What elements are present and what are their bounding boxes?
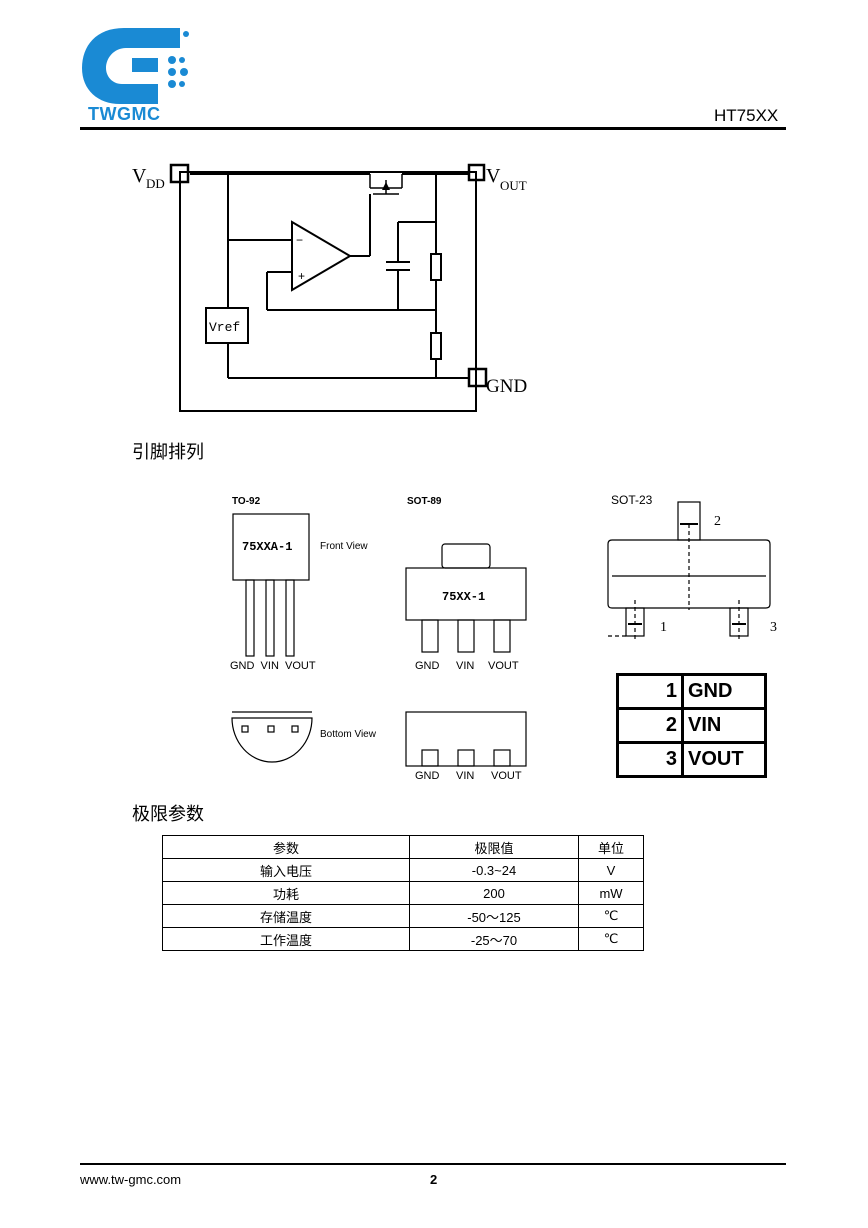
pinout-section-title: 引脚排列 [132,442,204,463]
vout-subscript: OUT [500,178,527,193]
footer-rule [80,1163,786,1165]
to92-front-drawing [232,513,310,657]
to92-marking: 75XXA-1 [242,540,293,554]
cell-unit: ℃ [578,927,644,951]
to92-pin-labels: GND VIN VOUT [230,660,316,672]
header-unit: 单位 [578,835,644,859]
header-rule [80,127,786,130]
vref-label: Vref [209,320,240,335]
table-row: 3 VOUT [616,741,767,778]
sot89-top-drawing [405,543,527,653]
table-row: 功耗 200 mW [162,881,644,905]
sot89-title: SOT-89 [407,496,442,507]
sot23-pin-table: 1 GND 2 VIN 3 VOUT [616,673,767,778]
bottom-view-label: Bottom View [320,729,376,740]
ratings-table: 参数 极限值 单位 输入电压 -0.3~24 V 功耗 200 mW 存储温度 … [162,835,644,951]
cell-limit: -50～125 [409,904,579,928]
opamp-plus: + [298,269,305,283]
pin-number: 3 [616,741,684,778]
sot89-pin-vout: VOUT [488,660,519,672]
sot23-pin2-label: 2 [714,514,721,529]
table-row: 1 GND [616,673,767,710]
cell-limit: 200 [409,881,579,905]
company-logo [82,28,189,104]
part-number: HT75XX [714,106,779,125]
table-row: 输入电压 -0.3~24 V [162,858,644,882]
to92-title: TO-92 [232,496,261,507]
sot89-bottom-pin-vin: VIN [456,770,475,782]
header-param: 参数 [162,835,410,859]
package-outline [179,171,477,412]
sot23-pin3-label: 3 [770,620,777,635]
vref-box [205,307,249,344]
logo-text: TWGMC [88,104,161,124]
cell-param: 功耗 [162,881,410,905]
sot89-bottom-pin-gnd: GND [415,770,440,782]
pin-name: GND [681,673,767,710]
pin-number: 2 [616,707,684,744]
vdd-label: V [132,165,147,187]
vdd-subscript: DD [146,176,165,191]
sot23-pin1-label: 1 [660,620,667,635]
sot89-marking: 75XX-1 [442,590,486,604]
footer-url: www.tw-gmc.com [80,1172,182,1187]
table-row: 2 VIN [616,707,767,744]
sot89-bottom-drawing [405,711,527,767]
page-number: 2 [430,1172,438,1187]
sot23-title: SOT-23 [611,493,653,507]
table-row: 存储温度 -50～125 ℃ [162,904,644,928]
sot89-bottom-pin-vout: VOUT [491,770,522,782]
cell-unit: ℃ [578,904,644,928]
table-row: 工作温度 -25～70 ℃ [162,927,644,951]
cell-param: 存储温度 [162,904,410,928]
ratings-section-title: 极限参数 [132,804,204,825]
vout-label: V [486,165,501,187]
pin-name: VOUT [681,741,767,778]
sot89-pin-gnd: GND [415,660,440,672]
cell-unit: V [578,858,644,882]
to92-bottom-drawing [231,711,313,763]
opamp-minus: − [296,233,303,247]
cell-limit: -0.3~24 [409,858,579,882]
gnd-label: GND [486,376,527,397]
pin-number: 1 [616,673,684,710]
header-limit: 极限值 [409,835,579,859]
sot23-drawing [607,501,771,640]
block-diagram: V DD V OUT GND Vref − + [132,163,527,412]
cell-unit: mW [578,881,644,905]
sot89-pin-vin: VIN [456,660,475,672]
cell-param: 输入电压 [162,858,410,882]
table-header-row: 参数 极限值 单位 [162,835,644,859]
cell-limit: -25～70 [409,927,579,951]
cell-param: 工作温度 [162,927,410,951]
front-view-label: Front View [320,541,368,552]
pin-name: VIN [681,707,767,744]
